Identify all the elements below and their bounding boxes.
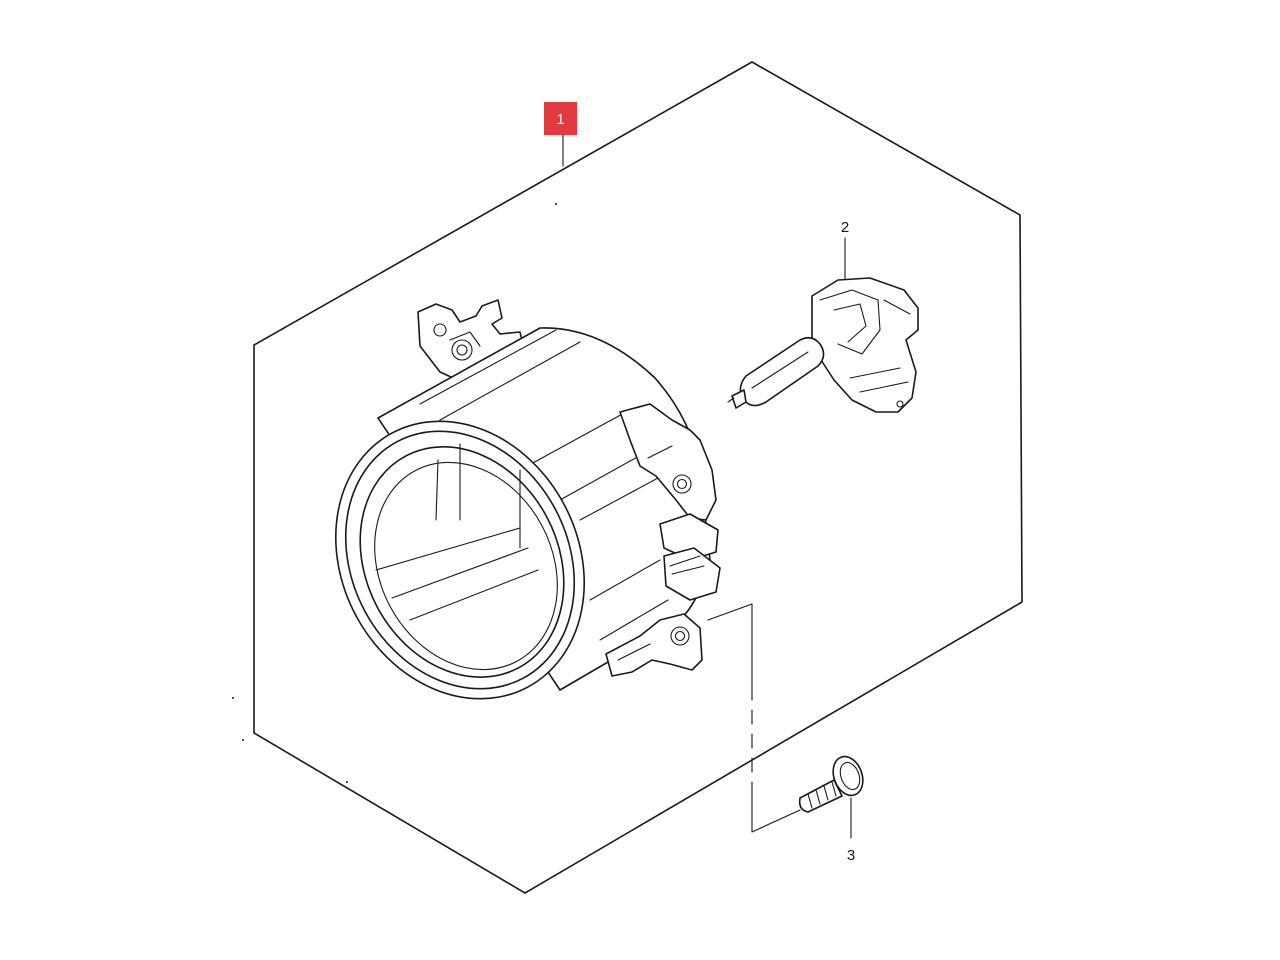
- screw-leader: [707, 603, 801, 833]
- callout-3[interactable]: 3: [847, 797, 855, 864]
- callout-3-label[interactable]: 3: [847, 847, 855, 864]
- bulb-part: [727, 277, 919, 413]
- callout-1[interactable]: 1: [544, 102, 577, 167]
- assembly-boundary: [253, 61, 1023, 894]
- screw-part: [798, 755, 864, 813]
- callout-2[interactable]: 2: [841, 219, 849, 281]
- callout-1-label[interactable]: 1: [556, 111, 564, 128]
- scan-specks: [232, 203, 557, 783]
- callout-1-box[interactable]: [544, 102, 577, 135]
- fog-lamp-housing: [335, 299, 721, 700]
- callout-2-label[interactable]: 2: [841, 219, 849, 236]
